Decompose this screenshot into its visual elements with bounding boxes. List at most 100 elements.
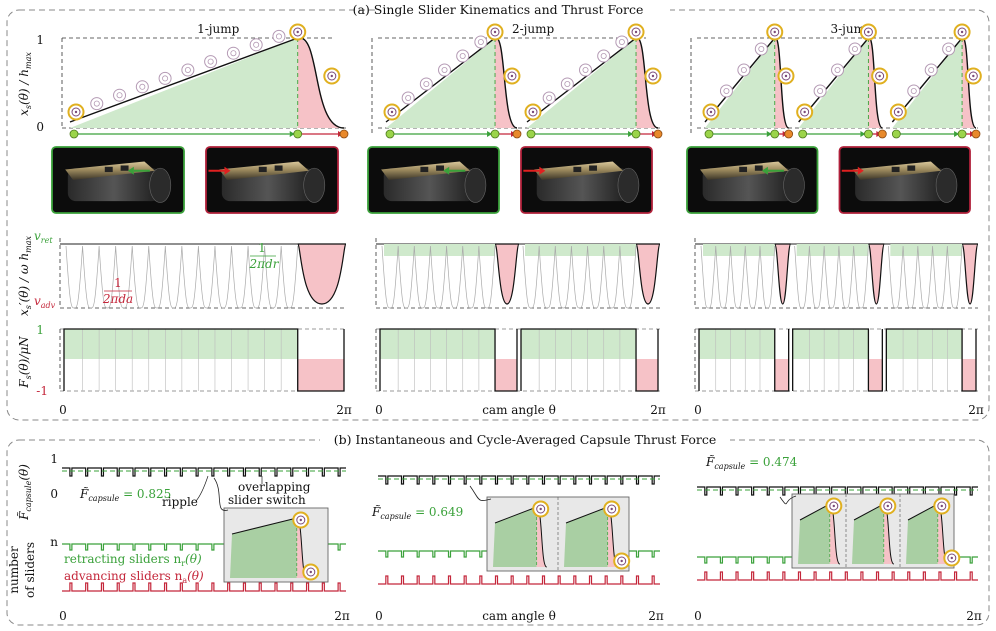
ghost-marker [226, 46, 240, 60]
ripple-label: ripple [162, 495, 198, 509]
inset-marker-top-inner [829, 501, 839, 511]
slider-marker-peak-inner [631, 27, 641, 37]
ghost-marker [181, 63, 195, 77]
row1-tick-bottom: 0 [36, 120, 44, 134]
vel-retract-fill [890, 244, 963, 256]
contact-dot-green [704, 129, 714, 139]
photo-row [51, 146, 339, 214]
retract-arrowhead [487, 131, 493, 137]
b-row1-axis-labels: F̃capsule(θ) 1 0 number of sliders n [7, 452, 58, 598]
inset-retract [798, 504, 830, 564]
slot [573, 166, 582, 173]
force-retract-fill [521, 329, 637, 359]
inset-marker-top-inner [607, 504, 617, 514]
ghost-marker [249, 38, 263, 52]
sub-curves [65, 245, 299, 309]
ghost-marker-inner [582, 67, 589, 74]
v-ret-label: vret [34, 229, 53, 245]
retract-area [705, 38, 775, 128]
force-advance-fill [297, 359, 344, 391]
contact-dot-green [770, 129, 780, 139]
panel-b-title: (b) Instantaneous and Cycle-Averaged Cap… [334, 432, 717, 447]
force-step [792, 328, 883, 392]
ghost-marker-inner [740, 67, 747, 74]
slider-marker-start-dot [74, 110, 78, 114]
slider-marker-advance-dot [510, 74, 514, 78]
contact-dot-green [957, 129, 967, 139]
slider-marker-start-dot [390, 110, 394, 114]
retract-arrowhead [766, 131, 772, 137]
force-advance-fill [774, 359, 789, 391]
row1-axis-labels: xs(θ) / hmax 1 0 [17, 33, 44, 134]
inset-marker-top-dot [539, 507, 542, 511]
ghost-marker-inner [477, 39, 484, 46]
ghost-marker [848, 42, 862, 56]
capsule-end [303, 167, 326, 203]
capsule-thrust-line [697, 486, 978, 496]
ghost-marker-inner [851, 46, 858, 53]
motion-arrowhead [443, 166, 450, 175]
slot [258, 166, 267, 173]
ghost-marker [113, 88, 127, 102]
inset-marker-top-inner [883, 501, 893, 511]
ghost-marker-inner [723, 88, 730, 95]
sub-curves [887, 245, 963, 309]
b-x-tick-zero: 0 [59, 609, 67, 623]
inset-marker-top-dot [610, 507, 613, 511]
slider-marker-start-inner [71, 107, 81, 117]
vel-advance-dip [961, 243, 979, 305]
slider-marker-advance-dot [330, 74, 333, 78]
slider-marker-peak-dot [296, 30, 299, 34]
b-x-tick-end: 2π [966, 609, 982, 623]
x-tick-end: 2π [336, 403, 352, 417]
contact-dot-orange [653, 129, 663, 139]
ripple-pointer [195, 475, 209, 502]
row3-tick-bottom: -1 [36, 384, 48, 398]
ghost-marker-inner [600, 53, 607, 60]
slider-marker-peak-inner [490, 27, 500, 37]
ghost-marker-inner [275, 33, 282, 40]
b-x-tick-end: 2π [648, 609, 664, 623]
b-x-tick-end: 2π [334, 609, 350, 623]
contact-dot-orange [512, 129, 522, 139]
contact-dot-orange [339, 129, 349, 139]
ghost-marker-inner [253, 41, 260, 48]
capsule-thrust-line [62, 467, 346, 477]
frac-da-num: 1 [114, 276, 122, 290]
vel-retract-fill [796, 244, 869, 256]
kinematics-plot [371, 23, 663, 139]
ghost-marker [419, 77, 433, 91]
force-step [520, 328, 659, 392]
inset-marker-top-dot [299, 518, 302, 522]
vel-advance-dip [635, 243, 661, 305]
retract-arrowhead [954, 131, 960, 137]
photo-row [367, 146, 653, 214]
slider-marker-start-inner [706, 107, 716, 117]
slider-marker-advance-inner [327, 71, 337, 81]
contact-dot-orange [971, 129, 981, 139]
slider-marker-advance-dot [784, 74, 788, 78]
slider-marker-advance-inner [875, 71, 885, 81]
b-row2-label-1: number [7, 546, 21, 594]
ghost-marker-inner [93, 100, 100, 107]
slider-marker-advance-dot [651, 74, 655, 78]
contact-dot-orange [877, 129, 887, 139]
vel-advance-dip [297, 243, 347, 305]
inset-leader [779, 495, 797, 505]
ghost-marker [737, 63, 751, 77]
ghost-marker-inner [546, 95, 553, 102]
ghost-marker-inner [116, 92, 123, 99]
slot [739, 166, 748, 173]
slot [104, 166, 113, 173]
capsule-end [935, 167, 958, 203]
x-tick-zero: 0 [375, 403, 383, 417]
row3-tick-top: 1 [36, 323, 44, 337]
slider-marker-advance-inner [648, 71, 658, 81]
